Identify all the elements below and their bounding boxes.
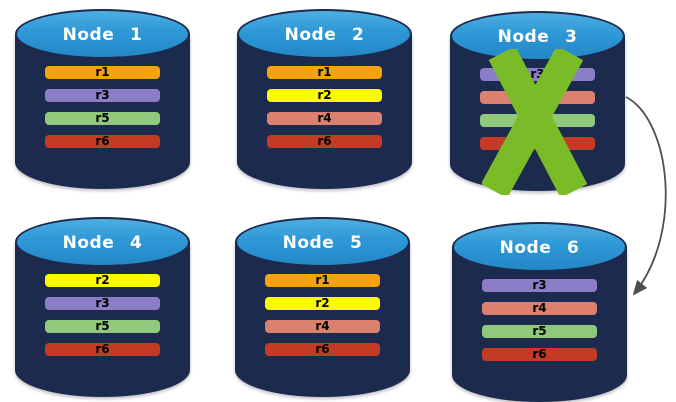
node-cylinder-top: Node 4 [15,217,190,267]
node-cylinder-top: Node 1 [15,9,190,59]
node-title: Node 1 [62,25,143,45]
replica-bar: r4 [482,302,597,315]
failover-arrow-path [625,96,667,296]
replica-bar: r2 [265,297,380,310]
replica-bar: r6 [45,135,160,148]
node-title: Node 6 [499,238,580,258]
replica-bar: r5 [482,325,597,338]
replica-bar-list: r1 r2 r4 r6 [267,66,382,148]
replica-bar: r5 [45,320,160,333]
node-cylinder-body [15,34,190,189]
replica-bar: r4 [265,320,380,333]
replica-bar-list: r3 r4 r5 r6 [482,279,597,361]
node-title: Node 4 [62,233,143,253]
replica-bar-list: r1 r2 r4 r6 [265,274,380,356]
node-cylinder: Node 4 r2 r3 r5 r6 [15,217,190,397]
replica-bar: r5 [45,112,160,125]
node-cylinder: Node 5 r1 r2 r4 r6 [235,217,410,397]
replica-bar: r6 [482,348,597,361]
node-cylinder: Node 2 r1 r2 r4 r6 [237,9,412,189]
node-cylinder-body [237,34,412,189]
replica-bar: r1 [265,274,380,287]
replica-bar-list: r1 r3 r5 r6 [45,66,160,148]
replica-bar: r1 [45,66,160,79]
replica-bar: r3 [45,297,160,310]
replica-bar: r6 [45,343,160,356]
node-cylinder-top: Node 5 [235,217,410,267]
node-cylinder-top: Node 6 [452,222,627,272]
node-cylinder-top: Node 2 [237,9,412,59]
replica-bar: r3 [45,89,160,102]
node-title: Node 3 [497,27,578,47]
node-cylinder: Node 1 r1 r3 r5 r6 [15,9,190,189]
failure-x-icon [482,49,588,195]
replica-bar: r2 [45,274,160,287]
replica-bar: r6 [267,135,382,148]
node-cylinder-body [452,247,627,402]
replica-bar: r6 [265,343,380,356]
replica-bar: r1 [267,66,382,79]
replica-bar: r3 [482,279,597,292]
node-title: Node 2 [284,25,365,45]
node-cylinder-body [235,242,410,397]
node-cylinder: Node 6 r3 r4 r5 r6 [452,222,627,402]
replica-bar: r2 [267,89,382,102]
node-cylinder-top: Node 3 [450,11,625,61]
replica-bar-list: r2 r3 r5 r6 [45,274,160,356]
replica-bar: r4 [267,112,382,125]
node-cylinder-body [15,242,190,397]
node-title: Node 5 [282,233,363,253]
